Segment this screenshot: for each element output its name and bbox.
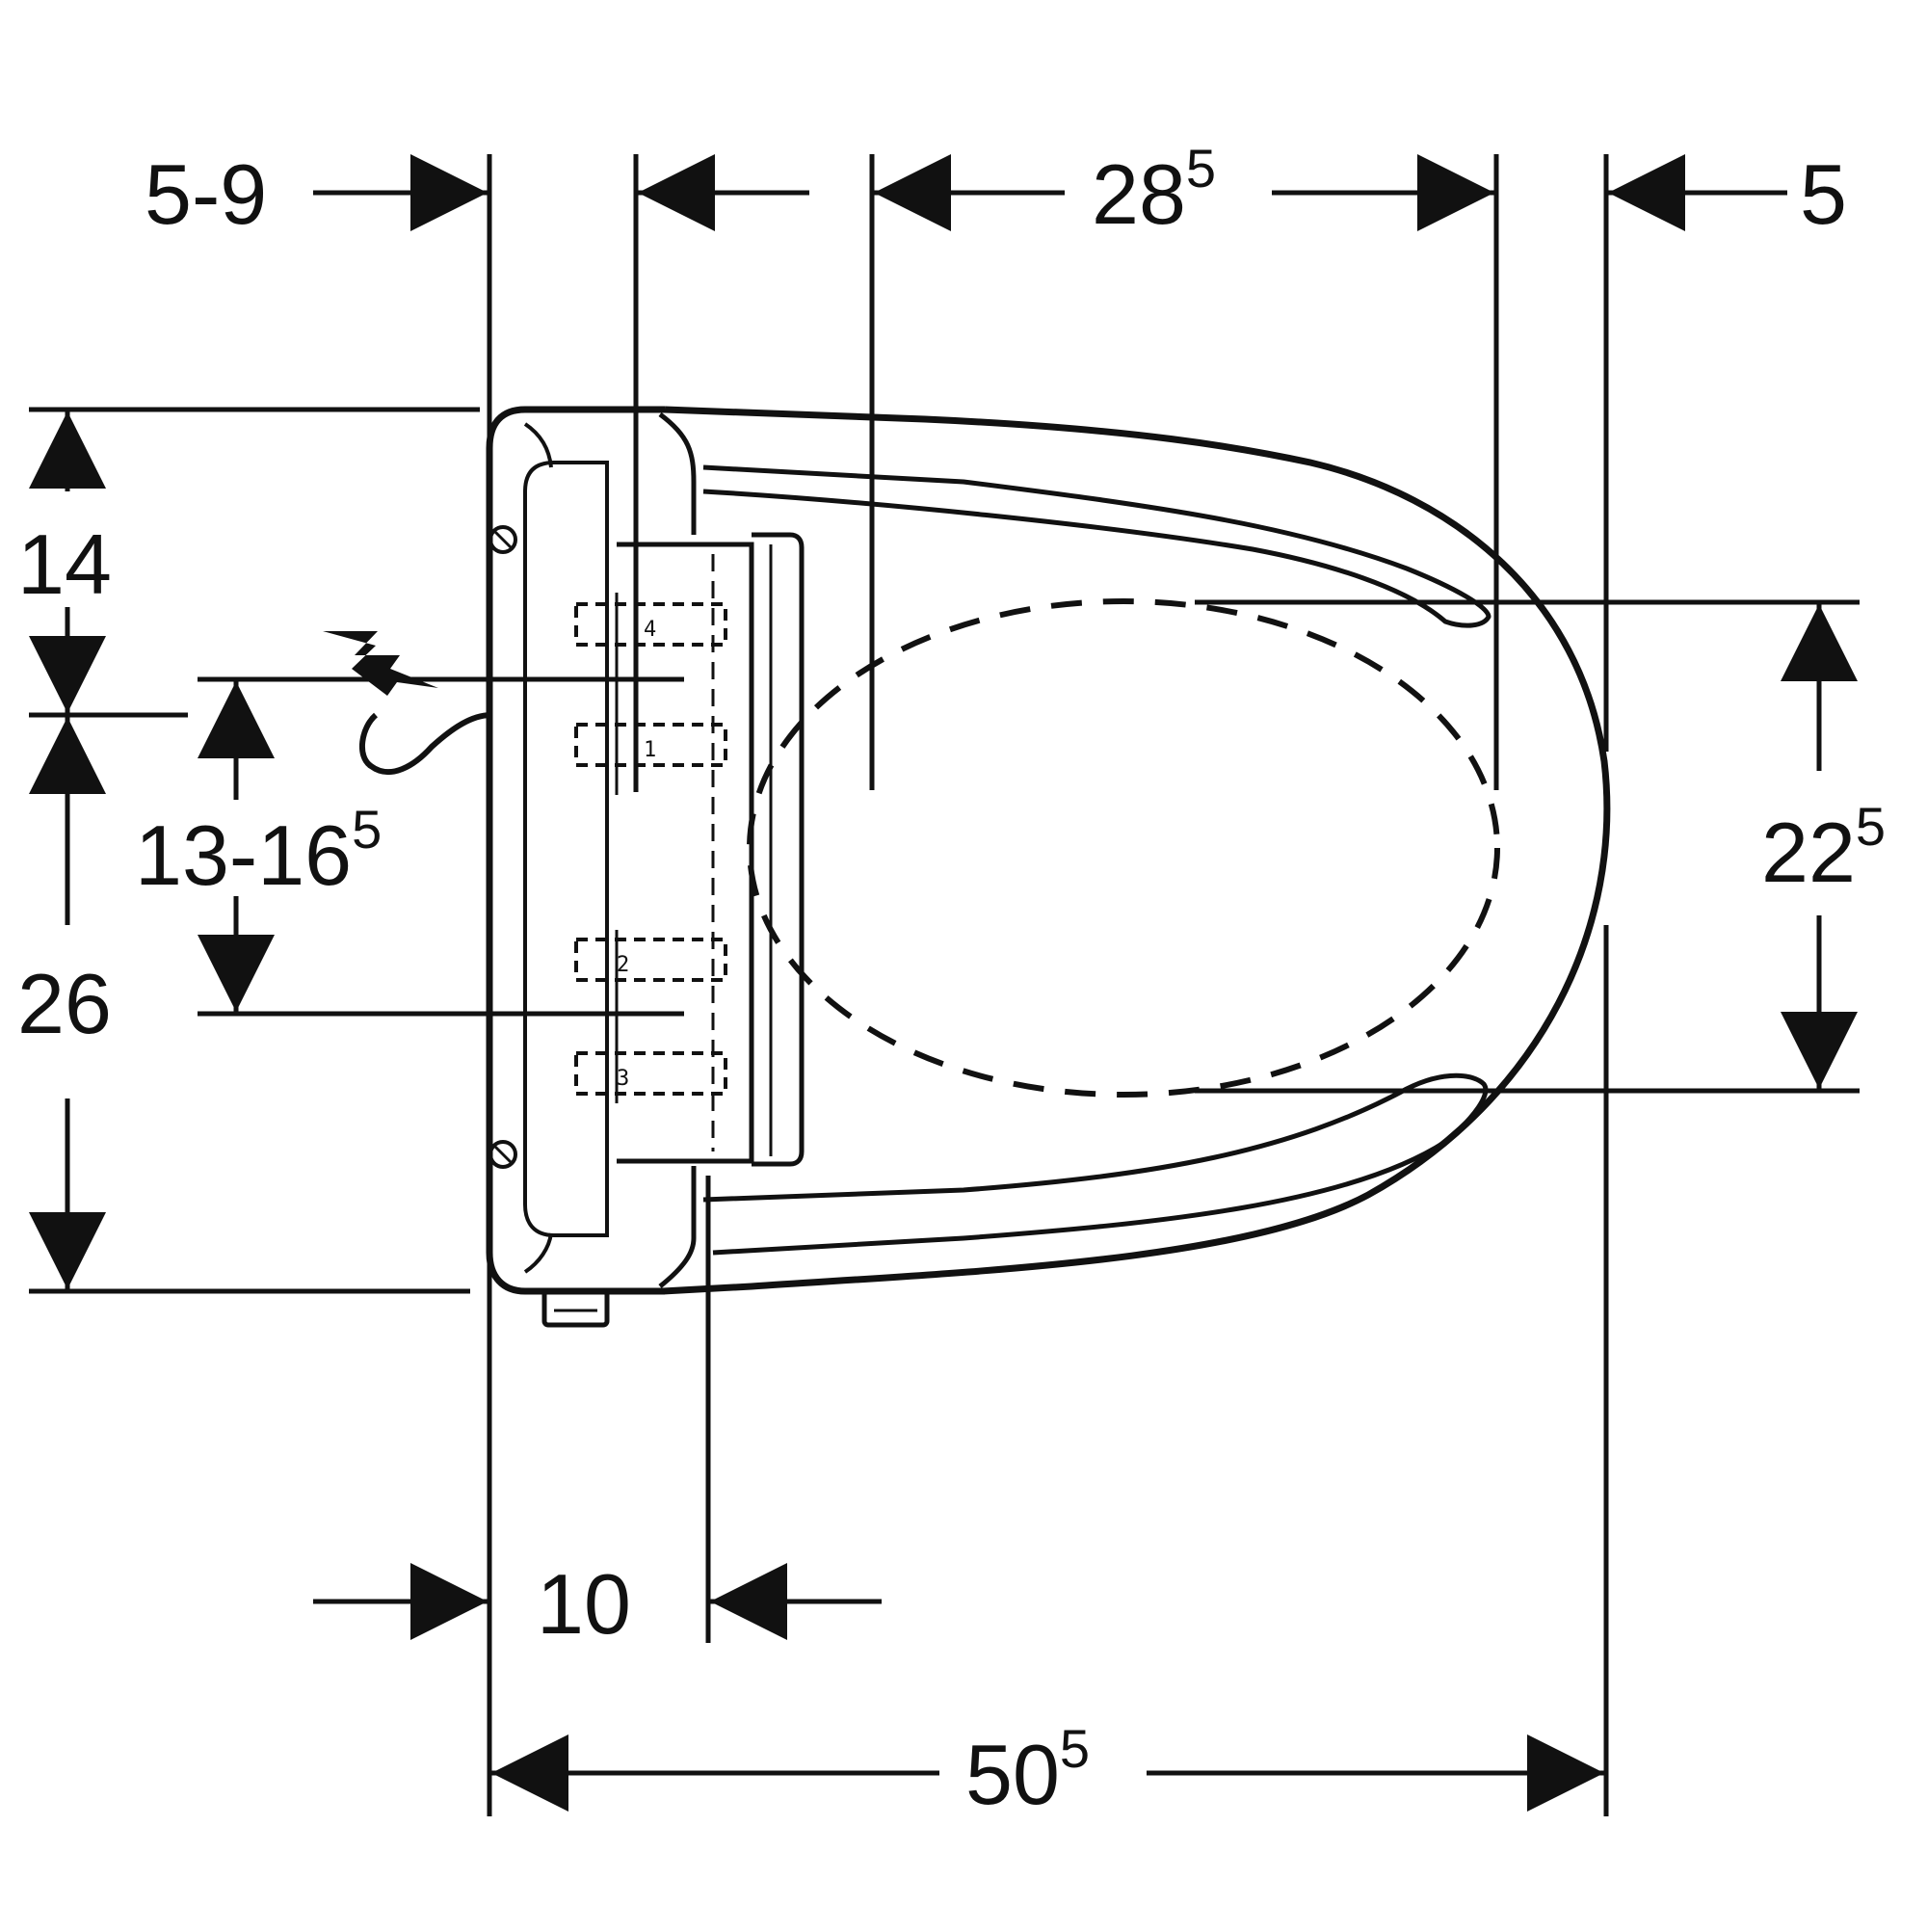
seat-hinge-top	[658, 411, 697, 535]
screw-icon	[488, 525, 517, 554]
lightning-bolt-icon	[323, 631, 438, 696]
power-cable-icon	[358, 712, 492, 776]
dim-connection-height-base: 13-16	[135, 807, 352, 903]
bowl-opening-dashed	[747, 598, 1500, 1098]
hole-label-4: 4	[644, 618, 656, 642]
seat-outer-rim	[662, 406, 1611, 1295]
dimension-arrows	[28, 154, 1858, 1812]
screw-icon	[488, 1140, 517, 1169]
dim-top-width-base: 28	[1092, 146, 1186, 242]
dim-top-left-range: 5-9	[145, 146, 267, 242]
hole-label-3: 3	[617, 1067, 629, 1091]
water-connector	[541, 1288, 610, 1328]
dim-connection-height: 13-165	[135, 799, 382, 903]
plate-outline	[486, 406, 665, 1295]
extension-lines	[29, 154, 1860, 1816]
dim-right-height: 225	[1761, 796, 1886, 900]
bracket-frame	[617, 542, 754, 1164]
dim-connection-height-sup: 5	[352, 799, 382, 860]
dim-left-lower: 26	[17, 956, 112, 1051]
dim-left-upper: 14	[17, 516, 112, 612]
mounting-plate	[486, 406, 805, 1328]
seat-hinge-bottom	[658, 1166, 697, 1288]
dim-top-width-sup: 5	[1186, 138, 1216, 198]
toilet-seat	[658, 406, 1611, 1295]
fixing-hole-3	[574, 1051, 727, 1096]
hole-label-2: 2	[617, 953, 629, 977]
dim-bottom-width-base: 50	[965, 1727, 1060, 1822]
fixing-hole-2	[574, 938, 727, 982]
plate-inner-recess	[523, 461, 609, 1237]
dim-right-height-sup: 5	[1856, 796, 1886, 857]
dim-bottom-width-sup: 5	[1060, 1718, 1090, 1779]
dim-bottom-width: 505	[965, 1718, 1090, 1822]
hole-label-1: 1	[644, 738, 656, 762]
dim-right-height-base: 22	[1761, 805, 1856, 900]
dim-top-width: 285	[1092, 138, 1216, 242]
dim-bottom-offset: 10	[537, 1556, 631, 1652]
seat-inner-rim-lower	[702, 1072, 1489, 1256]
dim-top-right: 5	[1800, 146, 1847, 242]
bracket-outer-rail	[752, 532, 805, 1167]
seat-inner-rim-upper	[702, 464, 1491, 628]
